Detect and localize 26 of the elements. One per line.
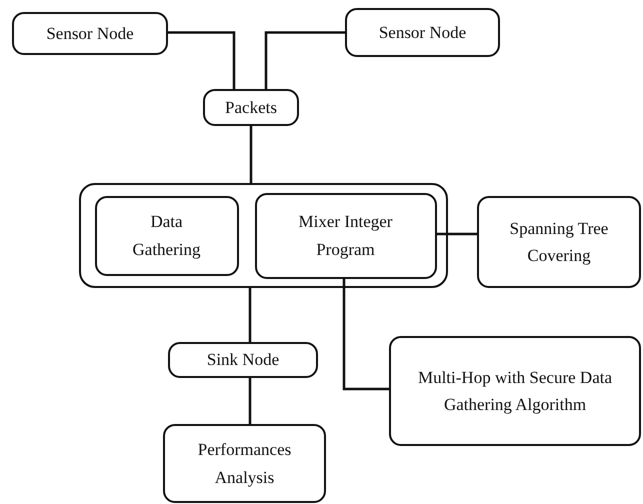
group-box	[79, 183, 448, 288]
process-box	[345, 8, 500, 57]
connector-line	[264, 31, 345, 89]
process-box	[168, 342, 318, 378]
process-box	[12, 12, 168, 55]
connector-line	[437, 232, 477, 236]
node-text: Packets	[225, 96, 277, 119]
connector-line	[248, 378, 252, 424]
node-text: Sensor Node	[378, 22, 466, 44]
process-box	[389, 336, 641, 446]
connector-line	[250, 126, 252, 183]
process-box	[254, 192, 436, 278]
node-text: Sink Node	[206, 349, 280, 372]
node-text: Data Gathering	[132, 211, 202, 261]
node-text: Spanning Tree Covering	[508, 218, 610, 267]
connector-line	[342, 279, 389, 390]
process-box	[477, 196, 641, 288]
connector-line	[248, 288, 252, 342]
node-text: Mixer Integer Program	[298, 211, 394, 261]
node-text: Sensor Node	[46, 22, 134, 45]
process-box	[94, 196, 238, 276]
node-text: Performances Analysis	[196, 439, 292, 489]
connector-line	[168, 31, 236, 89]
process-box	[163, 424, 326, 503]
node-text: Multi-Hop with Secure Data Gathering Algorithm	[416, 366, 614, 416]
process-box	[203, 89, 299, 126]
